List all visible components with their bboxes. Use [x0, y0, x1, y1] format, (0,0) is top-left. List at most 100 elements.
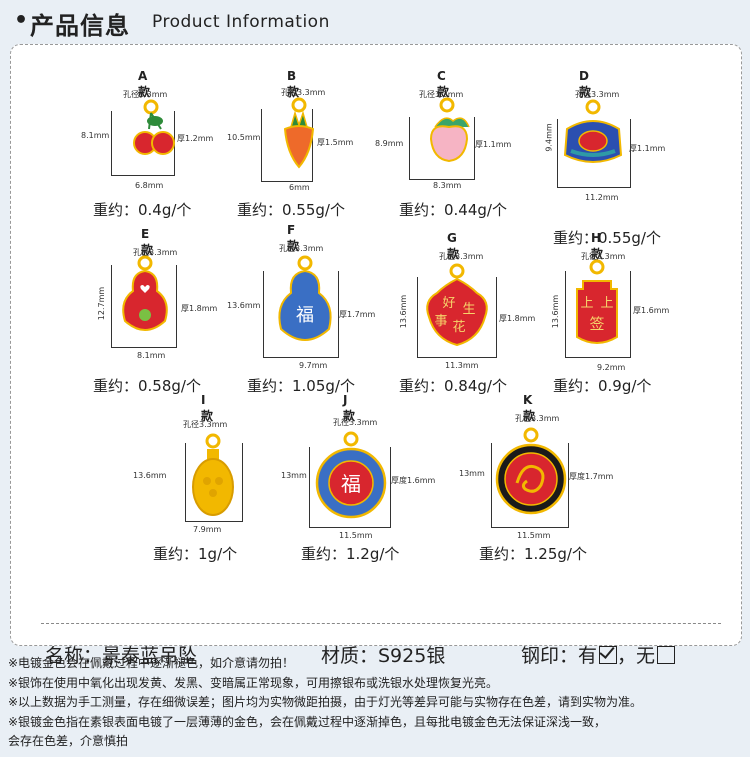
thickness: 厚1.7mm	[339, 310, 376, 319]
weight: 重约：0.9g/个	[553, 377, 652, 395]
width-dim: 7.9mm	[193, 525, 222, 534]
hole-size: 孔径3.3mm	[515, 414, 560, 423]
stamp-sep: ，无	[617, 645, 656, 667]
round-dragon-pendant-image	[495, 427, 567, 515]
item-code: E款	[141, 227, 154, 257]
item-code: K款	[523, 393, 536, 423]
note-line: ※电镀金色会在佩戴过程中逐渐褪色，如介意请勿拍！	[8, 656, 295, 670]
width-dim: 8.3mm	[433, 181, 462, 190]
product-card: A款 孔径3.3mm 8.1mm 厚1.2mm 6.8mm 重约：0.4g/个 …	[10, 44, 742, 667]
lock-pendant-image	[563, 99, 623, 163]
stamp-label: 钢印：有	[521, 645, 598, 667]
note-line: ※银镀金色指在素银表面电镀了一层薄薄的金色，会在佩戴过程中逐渐掉色，且每批电镀金…	[8, 714, 607, 729]
item-code: J款	[343, 393, 356, 423]
dimension-frame	[409, 117, 475, 180]
item-code: A款	[138, 69, 151, 99]
height-dim: 10.5mm	[227, 133, 261, 142]
header-title-en: Product Information	[152, 12, 330, 32]
thickness: 厚1.8mm	[181, 304, 218, 313]
pendant-char: 福	[341, 472, 361, 496]
peach-pendant-image	[429, 97, 470, 163]
height-dim: 8.9mm	[375, 139, 404, 148]
note-line: ※银饰在使用中氧化出现发黄、发黑、变暗属正常现象，可用擦银布或洗银水处理恢复光亮…	[8, 675, 499, 690]
weight: 重约：1.25g/个	[479, 545, 587, 563]
gourd-red-pendant-image	[122, 255, 168, 331]
product-stamp: 钢印：有 ，无	[521, 641, 676, 668]
checkbox-checked-icon	[599, 646, 618, 664]
width-dim: 11.2mm	[585, 193, 619, 202]
height-dim: 13.6mm	[551, 294, 561, 329]
weight: 重约：0.4g/个	[93, 201, 192, 219]
note-line: ※以上数据为手工测量，存在细微误差；图片均为实物微距拍摄，由于灯光等差异可能与实…	[8, 695, 643, 709]
thickness: 厚1.2mm	[177, 134, 214, 143]
dimension-frame	[565, 271, 631, 358]
width-dim: 11.3mm	[445, 361, 479, 370]
item-code: B款	[287, 69, 300, 99]
header-title-cn: 产品信息	[30, 12, 130, 40]
pendant-char: 上	[600, 296, 613, 311]
pendant-char: 事	[434, 314, 447, 329]
carrot-pendant-image	[283, 97, 315, 169]
hole-size: 孔径3.3mm	[439, 252, 484, 261]
pendant-char: 福	[296, 305, 314, 326]
dimension-frame	[185, 443, 243, 522]
thickness: 厚1.6mm	[633, 306, 670, 315]
weight: 重约：0.58g/个	[93, 377, 201, 395]
thickness: 厚1.8mm	[499, 314, 536, 323]
item-code: I款	[201, 393, 214, 423]
thickness: 厚1.1mm	[629, 144, 666, 153]
note-line: 会存在色差，介意慎拍	[8, 734, 129, 748]
dimension-frame	[111, 265, 177, 348]
height-dim: 13.6mm	[133, 471, 167, 480]
hole-size: 孔径3.3mm	[183, 420, 228, 429]
width-dim: 6mm	[289, 183, 310, 192]
weight: 重约：0.44g/个	[399, 201, 507, 219]
height-dim: 13.6mm	[227, 301, 261, 310]
fortune-tag-pendant-image: 上 上 签	[576, 259, 618, 344]
dimension-frame	[417, 277, 497, 358]
thickness: 厚1.1mm	[475, 140, 512, 149]
pendant-char: 签	[589, 315, 604, 333]
hole-size: 孔径3.3mm	[133, 248, 178, 257]
flower-plaque-pendant-image: 好 事 生 花	[426, 263, 488, 347]
gourd-blue-pendant-image: 福	[278, 255, 332, 341]
width-dim: 9.2mm	[597, 363, 626, 372]
weight: 重约：0.84g/个	[399, 377, 507, 395]
pendant-char: 好	[442, 296, 455, 311]
pendant-char: 上	[580, 296, 593, 311]
pendant-char: 花	[452, 319, 465, 335]
thickness: 厚1.5mm	[317, 138, 354, 147]
divider	[41, 623, 721, 624]
height-dim: 8.1mm	[81, 131, 110, 140]
hole-size: 孔径3.3mm	[123, 90, 168, 99]
hole-size: 孔径3.3mm	[333, 418, 378, 427]
item-code: F款	[287, 223, 300, 253]
dimension-frame	[491, 443, 569, 528]
section-header: • 产品信息 Product Information	[0, 0, 750, 44]
item-code: D款	[579, 69, 592, 99]
weight: 重约：1g/个	[153, 545, 238, 563]
item-code: H款	[591, 231, 604, 261]
item-code: G款	[447, 231, 460, 261]
dimension-frame	[309, 447, 391, 528]
hole-size: 孔径3.3mm	[281, 88, 326, 97]
hole-size: 孔径3.3mm	[279, 244, 324, 253]
cherry-pendant-image	[133, 99, 175, 155]
width-dim: 8.1mm	[137, 351, 166, 360]
pendant-char: 生	[462, 302, 475, 317]
checkbox-empty-icon	[657, 646, 676, 664]
weight: 重约：1.05g/个	[247, 377, 355, 395]
round-fu-pendant-image: 福	[315, 431, 387, 519]
weight: 重约：0.55g/个	[553, 229, 661, 247]
weight: 重约：1.2g/个	[301, 545, 400, 563]
hole-size: 孔径3.3mm	[419, 90, 464, 99]
dimension-frame	[263, 271, 339, 358]
height-dim: 13mm	[459, 469, 485, 478]
thickness: 厚度1.6mm	[391, 476, 436, 485]
width-dim: 11.5mm	[517, 531, 551, 540]
header-bullet: •	[14, 8, 29, 33]
width-dim: 9.7mm	[299, 361, 328, 370]
dimension-frame	[557, 119, 631, 188]
height-dim: 9.4mm	[544, 123, 554, 152]
height-dim: 13.6mm	[399, 294, 409, 329]
